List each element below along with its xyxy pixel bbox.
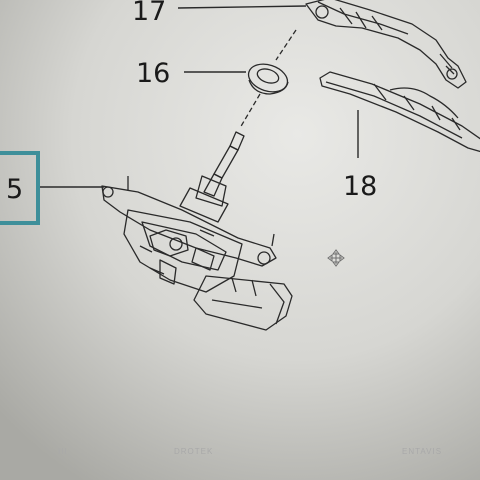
wiper-blade-part xyxy=(319,71,480,153)
callout-15-box xyxy=(0,151,40,225)
callout-17-label: 17 xyxy=(132,0,166,27)
wiper-arm-part xyxy=(305,0,467,89)
leader-line-17 xyxy=(177,5,307,9)
callout-15[interactable]: 5 xyxy=(0,151,40,225)
grommet-part xyxy=(247,63,289,95)
callout-18-label: 18 xyxy=(343,171,377,202)
footer-text-left: III xyxy=(58,447,68,456)
axis-line-lower xyxy=(239,93,261,129)
callout-15-label: 5 xyxy=(6,174,23,205)
callout-16-label: 16 xyxy=(136,58,170,89)
move-cursor-icon[interactable] xyxy=(327,249,345,267)
axis-line-upper xyxy=(275,29,297,61)
wiper-motor-part xyxy=(101,131,293,331)
footer-text-center: DROTEK xyxy=(174,447,213,456)
footer-text-right: ENTAVIS xyxy=(402,447,442,456)
